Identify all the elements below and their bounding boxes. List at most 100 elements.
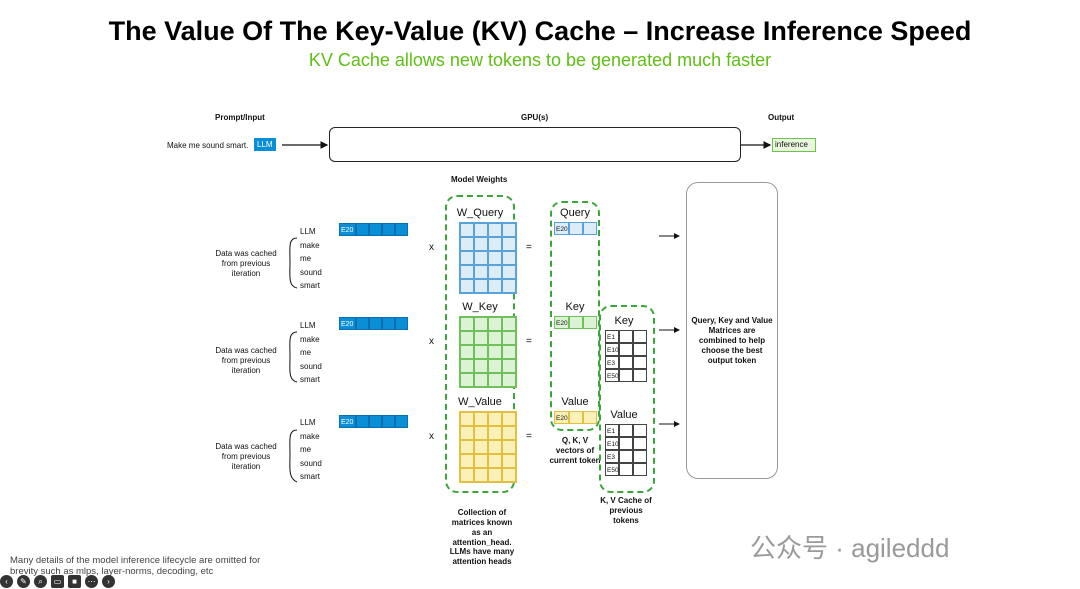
cache-cell bbox=[633, 437, 647, 450]
back-icon[interactable]: ‹ bbox=[0, 575, 13, 588]
camera-icon[interactable]: ■ bbox=[68, 575, 81, 588]
vector-cell bbox=[569, 316, 583, 329]
matrix-cell bbox=[474, 237, 488, 251]
value-label: Value bbox=[561, 396, 589, 408]
embedding-label: E20 bbox=[339, 317, 356, 330]
matrix-cell bbox=[488, 412, 502, 426]
cache-cell bbox=[619, 463, 633, 476]
embedding-vector-3: E20 bbox=[339, 415, 408, 428]
vector-label: E20 bbox=[554, 411, 569, 424]
vector-cell bbox=[569, 222, 583, 235]
token: make bbox=[300, 240, 320, 250]
token-list-1: LLM make me sound smart bbox=[300, 225, 322, 293]
matrix-cell bbox=[488, 223, 502, 237]
cache-cell bbox=[619, 330, 633, 343]
embedding-label: E20 bbox=[339, 223, 356, 236]
matrix-cell bbox=[488, 345, 502, 359]
matrix-cell bbox=[460, 251, 474, 265]
matrix-cell bbox=[488, 279, 502, 293]
model-weights-label: Model Weights bbox=[451, 175, 508, 184]
matrix-cell bbox=[460, 412, 474, 426]
next-icon[interactable]: › bbox=[102, 575, 115, 588]
matrix-cell bbox=[502, 412, 516, 426]
cache-row-label: E1 bbox=[605, 424, 619, 437]
matrix-cell bbox=[488, 426, 502, 440]
kv-cache-container bbox=[599, 305, 655, 493]
equals-operator: = bbox=[526, 242, 532, 253]
token: LLM bbox=[300, 418, 316, 427]
vector-cell bbox=[583, 222, 597, 235]
matrix-cell bbox=[474, 265, 488, 279]
matrix-cell bbox=[474, 412, 488, 426]
cache-cell bbox=[633, 343, 647, 356]
attention-head-caption: Collection of matrices known as an atten… bbox=[451, 508, 513, 547]
vector-label: E20 bbox=[554, 222, 569, 235]
matrix-cell bbox=[474, 251, 488, 265]
matrix-cell bbox=[502, 251, 516, 265]
vector-cell bbox=[583, 316, 597, 329]
cache-row-label: E3 bbox=[605, 356, 619, 369]
token: make bbox=[300, 431, 320, 441]
embedding-cell bbox=[356, 415, 369, 428]
w-query-matrix bbox=[459, 222, 517, 294]
matrix-cell bbox=[460, 317, 474, 331]
combine-box bbox=[686, 182, 778, 479]
matrix-cell bbox=[488, 317, 502, 331]
matrix-cell bbox=[488, 237, 502, 251]
matrix-cell bbox=[460, 454, 474, 468]
embedding-cell bbox=[356, 317, 369, 330]
more-icon[interactable]: ⋯ bbox=[85, 575, 98, 588]
matrix-cell bbox=[460, 426, 474, 440]
cached-note-3: Data was cached from previous iteration bbox=[215, 442, 277, 471]
cache-cell bbox=[633, 369, 647, 382]
embedding-cell bbox=[356, 223, 369, 236]
token-list-2: LLM make me sound smart bbox=[300, 319, 322, 387]
matrix-cell bbox=[474, 426, 488, 440]
vector-cell bbox=[569, 411, 583, 424]
matrix-cell bbox=[502, 373, 516, 387]
matrix-cell bbox=[502, 279, 516, 293]
cache-cell bbox=[619, 424, 633, 437]
matrix-cell bbox=[502, 223, 516, 237]
embedding-cell bbox=[395, 415, 408, 428]
matrix-cell bbox=[502, 237, 516, 251]
equals-operator: = bbox=[526, 431, 532, 442]
times-operator: x bbox=[429, 336, 434, 347]
w-value-label: W_Value bbox=[458, 396, 502, 408]
matrix-cell bbox=[474, 440, 488, 454]
player-toolbar: ‹ ✎ ⌕ ▭ ■ ⋯ › bbox=[0, 575, 115, 588]
token: sound bbox=[300, 458, 322, 468]
captions-icon[interactable]: ▭ bbox=[51, 575, 64, 588]
matrix-cell bbox=[474, 279, 488, 293]
w-value-matrix bbox=[459, 411, 517, 483]
cache-cell bbox=[633, 356, 647, 369]
pen-icon[interactable]: ✎ bbox=[17, 575, 30, 588]
matrix-cell bbox=[474, 359, 488, 373]
cache-row-label: E10 bbox=[605, 437, 619, 450]
matrix-cell bbox=[460, 440, 474, 454]
key-label: Key bbox=[565, 301, 585, 313]
times-operator: x bbox=[429, 431, 434, 442]
page-subtitle: KV Cache allows new tokens to be generat… bbox=[308, 50, 772, 70]
matrix-cell bbox=[502, 468, 516, 482]
zoom-icon[interactable]: ⌕ bbox=[34, 575, 47, 588]
matrix-cell bbox=[502, 345, 516, 359]
footnote: Many details of the model inference life… bbox=[10, 555, 261, 577]
token: make bbox=[300, 334, 320, 344]
cache-bracket-1 bbox=[289, 237, 298, 289]
matrix-cell bbox=[460, 359, 474, 373]
embedding-cell bbox=[369, 415, 382, 428]
w-key-label: W_Key bbox=[462, 301, 498, 313]
cached-note-1: Data was cached from previous iteration bbox=[215, 249, 277, 278]
cache-cell bbox=[619, 343, 633, 356]
matrix-cell bbox=[488, 468, 502, 482]
matrix-cell bbox=[502, 426, 516, 440]
matrix-cell bbox=[488, 440, 502, 454]
cache-cell bbox=[633, 330, 647, 343]
cache-cell bbox=[619, 437, 633, 450]
token: me bbox=[300, 348, 312, 358]
embedding-cell bbox=[382, 223, 395, 236]
kv-cache-caption: K, V Cache of previous tokens bbox=[600, 496, 652, 525]
